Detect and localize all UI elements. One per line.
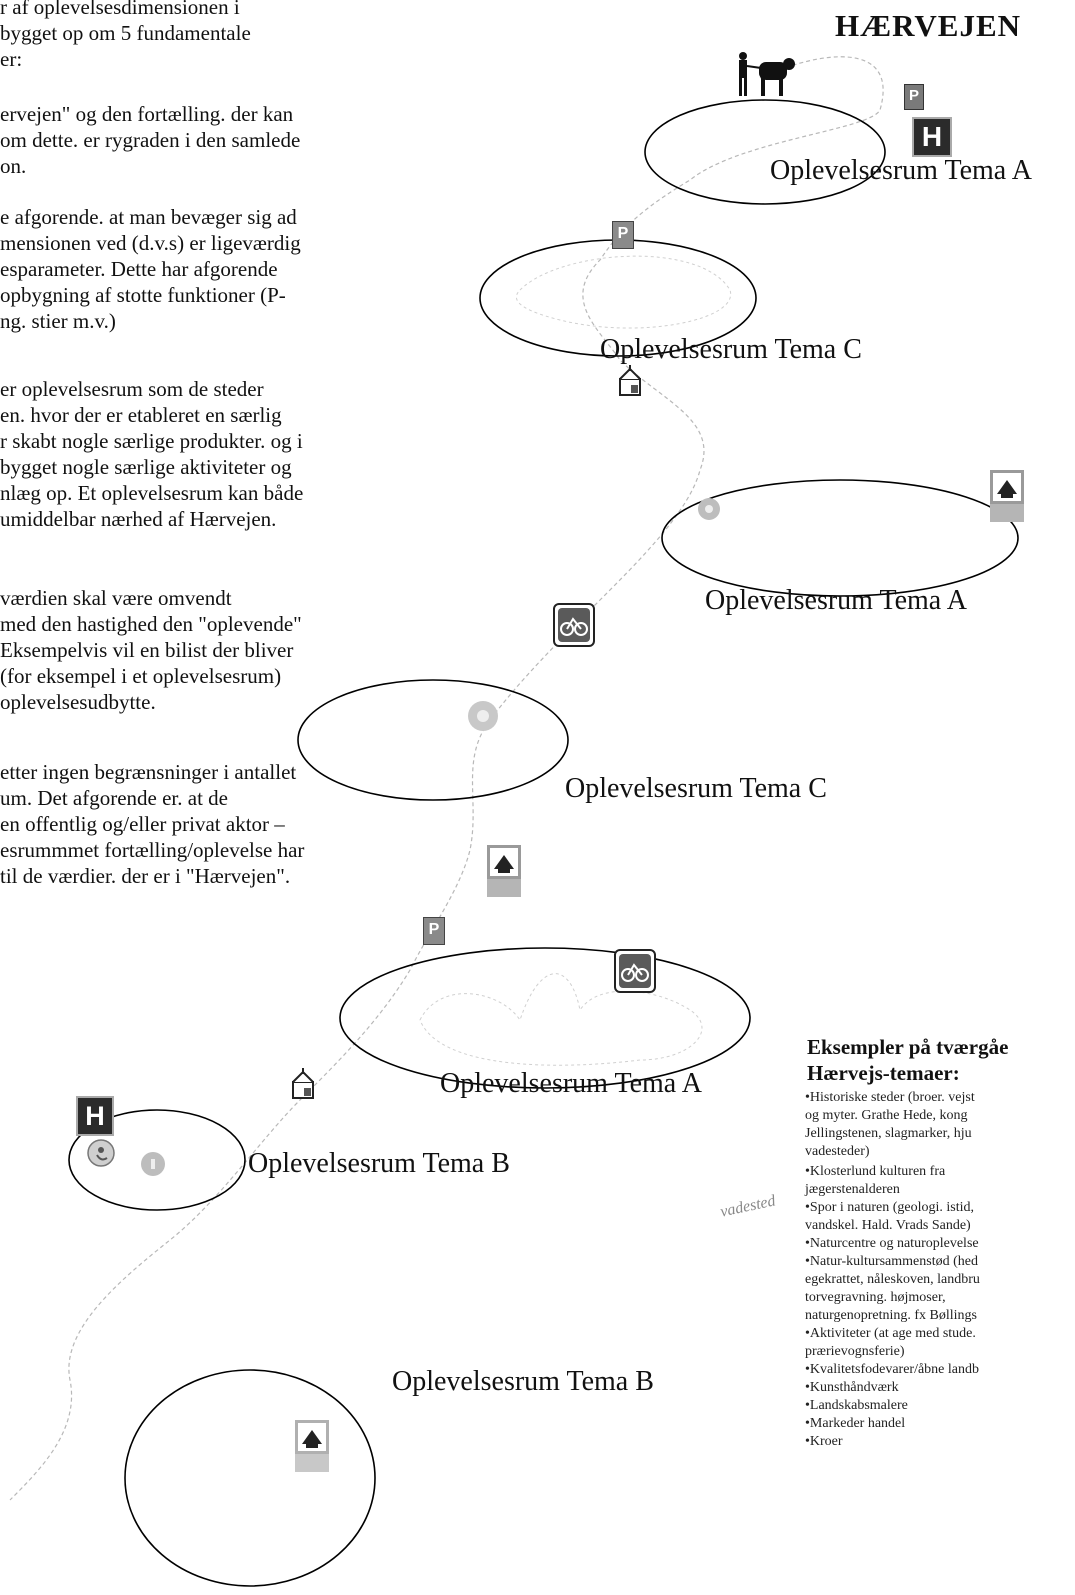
example-item: •Landskabsmalere	[805, 1398, 908, 1413]
church-icon	[291, 1068, 315, 1105]
page-title: HÆRVEJEN	[835, 8, 1022, 43]
example-item: •Kunsthåndværk	[805, 1380, 899, 1395]
example-item: •Historiske steder (broer. vejst og myte…	[805, 1090, 975, 1159]
room-label: Oplevelsesrum Tema C	[565, 773, 827, 804]
parking-sign-letter: P	[428, 921, 440, 938]
parking-sign-icon: P	[904, 84, 924, 110]
example-item: •Kroer	[805, 1434, 843, 1449]
paragraph: e afgorende. at man bevæger sig ad mensi…	[0, 205, 301, 333]
farmer-ox-icon	[739, 52, 795, 96]
experience-room-ellipse	[644, 99, 886, 205]
room-label: Oplevelsesrum Tema A	[770, 155, 1032, 186]
example-item: •Klosterlund kulturen fra jægerstenalder…	[805, 1164, 946, 1197]
intro-paragraph: r af oplevelsesdimensionen i bygget op o…	[0, 0, 251, 71]
parking-sign-letter: P	[617, 225, 629, 242]
example-item: •Markeder handel	[805, 1416, 906, 1431]
experience-room-ellipse	[661, 479, 1019, 597]
bike-route-sign-icon	[614, 949, 656, 998]
experience-room-ellipse	[339, 947, 751, 1089]
hospital-sign-letter: H	[921, 121, 943, 152]
experience-room-ellipse	[297, 679, 569, 801]
example-item: •Kvalitetsfodevarer/åbne landb	[805, 1362, 979, 1377]
hospital-sign-icon: H	[76, 1096, 114, 1136]
room-label: Oplevelsesrum Tema A	[440, 1068, 702, 1099]
church-icon	[618, 365, 642, 402]
paragraph: er oplevelsesrum som de steder en. hvor …	[0, 377, 304, 531]
parking-sign-icon: P	[612, 221, 634, 249]
inner-dashed-shape	[515, 255, 732, 329]
examples-heading: Eksempler på tværgåe Hærvejs-temaer:	[807, 1035, 1009, 1085]
hostel-sign-icon	[295, 1420, 329, 1477]
room-label: Oplevelsesrum Tema C	[600, 334, 862, 365]
experience-room-ellipse	[124, 1369, 376, 1587]
parking-sign-icon: P	[423, 917, 445, 945]
example-item: •Spor i naturen (geologi. istid, vandske…	[805, 1200, 974, 1233]
example-item: •Aktiviteter (at age med stude. prærievo…	[805, 1326, 976, 1359]
info-circle-icon	[141, 1152, 165, 1176]
paragraph: ervejen" og den fortælling. der kan om d…	[0, 102, 301, 178]
room-label: Oplevelsesrum Tema A	[705, 585, 967, 616]
parking-sign-letter: P	[908, 87, 919, 104]
room-label: Oplevelsesrum Tema B	[248, 1148, 510, 1179]
wheelchair-icon	[87, 1139, 115, 1167]
bike-route-sign-icon	[553, 603, 595, 652]
paragraph: værdien skal være omvendt med den hastig…	[0, 586, 302, 714]
inner-dashed-shape	[419, 973, 703, 1066]
experience-room-ellipse	[68, 1109, 246, 1211]
hospital-sign-icon: H	[912, 117, 952, 157]
hostel-sign-icon	[487, 845, 521, 902]
hospital-sign-letter: H	[85, 1101, 105, 1131]
room-label: Oplevelsesrum Tema B	[392, 1366, 654, 1397]
feature-circle-icon	[468, 701, 498, 731]
paragraph: etter ingen begrænsninger i antallet um.…	[0, 760, 305, 888]
hostel-sign-icon	[990, 470, 1024, 527]
example-item: •Naturcentre og naturoplevelse	[805, 1236, 979, 1251]
route-path	[9, 56, 884, 1501]
example-item: •Natur-kultursammenstød (hed egekrattet,…	[805, 1254, 980, 1323]
feature-circle-icon	[698, 498, 720, 520]
